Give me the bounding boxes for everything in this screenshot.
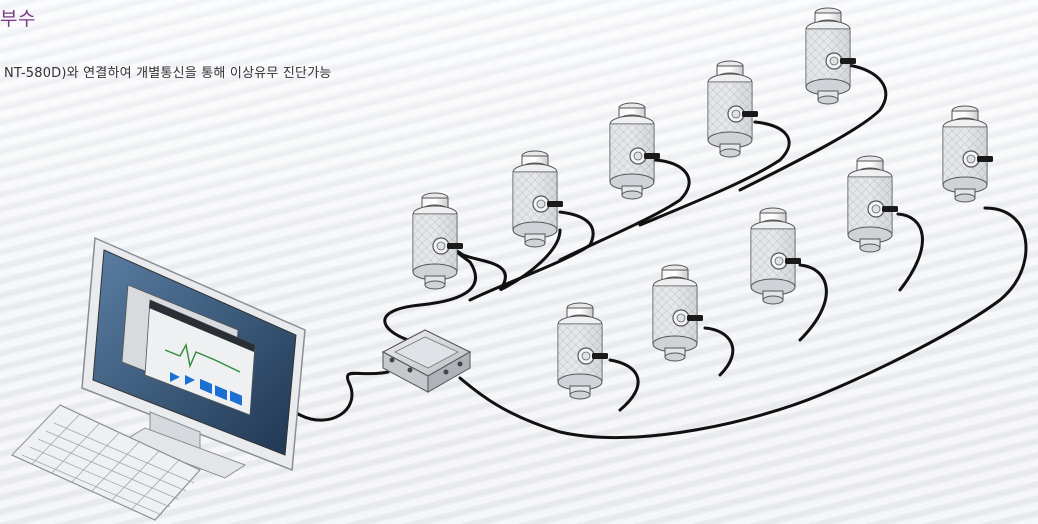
description-text: NT-580D)와 연결하여 개별통신을 통해 이상유무 진단가능 (4, 66, 332, 81)
page-title: 부수 (0, 8, 36, 30)
cable-chain-lower (260, 206, 1028, 439)
load-cell-icon (557, 302, 609, 400)
junction-box-icon (381, 329, 472, 393)
cable-chain-upper (383, 63, 888, 342)
load-cell-icon (750, 207, 802, 305)
load-cell-icon (805, 7, 857, 105)
keyboard-icon (10, 404, 201, 521)
load-cell-icon (412, 192, 464, 290)
load-cell-icon (609, 102, 661, 200)
desktop-monitor-icon (81, 236, 306, 479)
load-cell-icon (512, 150, 564, 248)
load-cell-icon (652, 264, 704, 362)
load-cell-icon (942, 105, 994, 203)
load-cell-icon (707, 60, 759, 158)
load-cell-icon (847, 155, 899, 253)
